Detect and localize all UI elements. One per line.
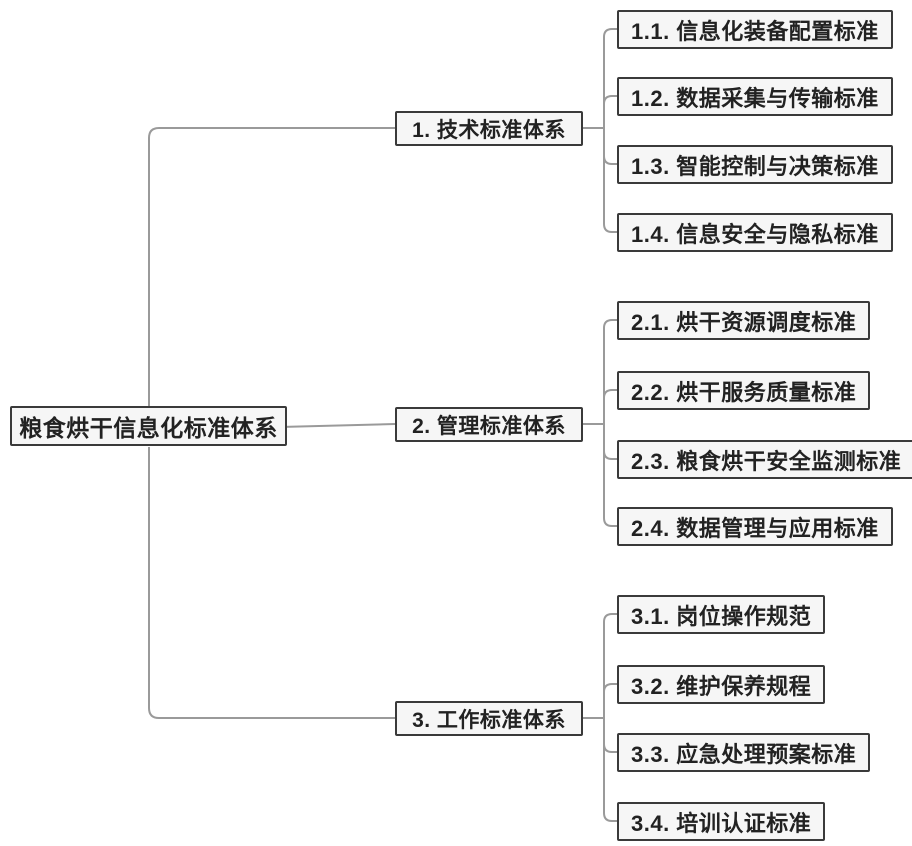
child-node-1-2[interactable]: 1.2. 数据采集与传输标准 xyxy=(617,77,893,116)
child-node-2-3[interactable]: 2.3. 粮食烘干安全监测标准 xyxy=(617,440,912,479)
root-node[interactable]: 粮食烘干信息化标准体系 xyxy=(10,406,287,446)
child-node-2-2[interactable]: 2.2. 烘干服务质量标准 xyxy=(617,371,871,410)
child-node-1-3[interactable]: 1.3. 智能控制与决策标准 xyxy=(617,145,893,184)
connector-branch-1-child-1 xyxy=(603,28,620,128)
connector-branch-3-child-1 xyxy=(603,613,620,718)
connector-root-branch-1 xyxy=(148,127,395,407)
child-node-2-1[interactable]: 2.1. 烘干资源调度标准 xyxy=(617,301,871,340)
child-node-1-1[interactable]: 1.1. 信息化装备配置标准 xyxy=(617,10,893,49)
branch-node-1[interactable]: 1. 技术标准体系 xyxy=(395,111,583,146)
connector-branch-3-child-4 xyxy=(603,718,620,822)
connector-branch-1-child-4 xyxy=(603,128,620,233)
child-node-3-4[interactable]: 3.4. 培训认证标准 xyxy=(617,802,826,841)
connector-branch-2-child-1 xyxy=(603,319,620,424)
connector-root-branch-2 xyxy=(279,423,396,428)
connector-branch-2-child-2 xyxy=(603,389,620,424)
child-node-1-4[interactable]: 1.4. 信息安全与隐私标准 xyxy=(617,213,893,252)
child-node-3-1[interactable]: 3.1. 岗位操作规范 xyxy=(617,595,826,634)
connector-branch-1-child-2 xyxy=(603,95,620,128)
child-node-3-3[interactable]: 3.3. 应急处理预案标准 xyxy=(617,733,871,772)
child-node-2-4[interactable]: 2.4. 数据管理与应用标准 xyxy=(617,507,893,546)
child-node-3-2[interactable]: 3.2. 维护保养规程 xyxy=(617,665,826,704)
connector-branch-3-child-2 xyxy=(603,683,620,718)
branch-node-3[interactable]: 3. 工作标准体系 xyxy=(395,701,583,736)
branch-node-2[interactable]: 2. 管理标准体系 xyxy=(395,407,583,442)
connector-branch-2-child-4 xyxy=(603,424,620,527)
connector-root-branch-3 xyxy=(148,447,395,719)
